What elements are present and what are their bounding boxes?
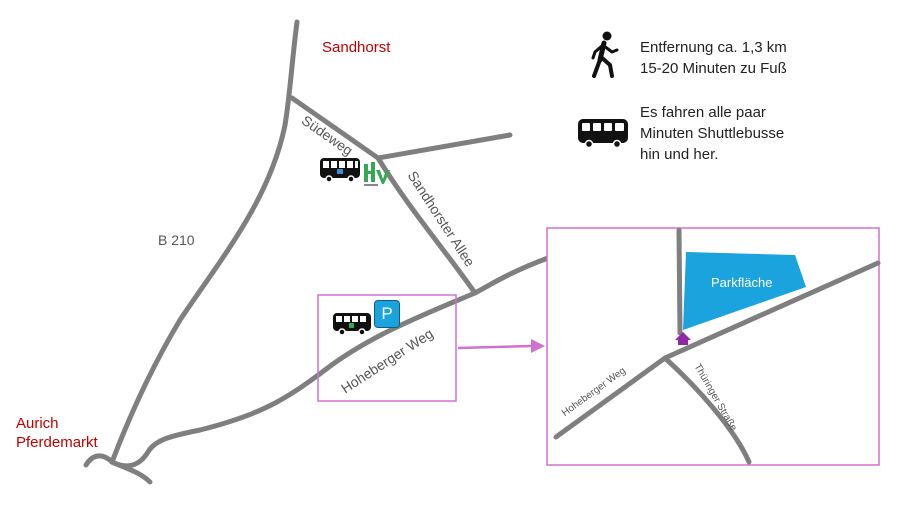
focus-frame [317, 294, 457, 402]
parking-sign-icon: P [374, 300, 400, 328]
shuttle-text-line2: Minuten Shuttlebusse [640, 125, 785, 142]
place-aurich: Aurich [16, 415, 59, 432]
road-sandhorster-allee [375, 155, 478, 296]
entrance-marker-icon [675, 332, 691, 345]
logo-icon [364, 162, 390, 186]
shuttle-text-line3: hin und her. [640, 146, 719, 163]
walk-distance-text: Entfernung ca. 1,3 km [640, 39, 787, 56]
place-pferdemarkt: Pferdemarkt [16, 434, 98, 451]
arrow-icon [457, 339, 545, 353]
inset-road-thueringer [662, 355, 752, 465]
parking-area-label: Parkfläche [711, 275, 773, 290]
road-sandhorst-east [375, 132, 513, 161]
bus-icon [333, 313, 371, 336]
walk-time-text: 15-20 Minuten zu Fuß [640, 60, 787, 77]
bus-icon [320, 158, 360, 183]
road-hoheberger-weg [109, 255, 551, 469]
road-aurich-junction [83, 453, 115, 468]
walking-person-icon [591, 31, 619, 78]
road-b210 [109, 19, 300, 465]
shuttle-text-line1: Es fahren alle paar [640, 104, 766, 121]
road-label-b210: B 210 [158, 232, 195, 248]
parking-area [683, 252, 806, 330]
bus-icon [578, 119, 628, 149]
inset-road-north [676, 227, 683, 336]
road-suedeweg [289, 95, 381, 161]
road-aurich-south [109, 459, 153, 485]
place-sandhorst: Sandhorst [322, 39, 391, 56]
